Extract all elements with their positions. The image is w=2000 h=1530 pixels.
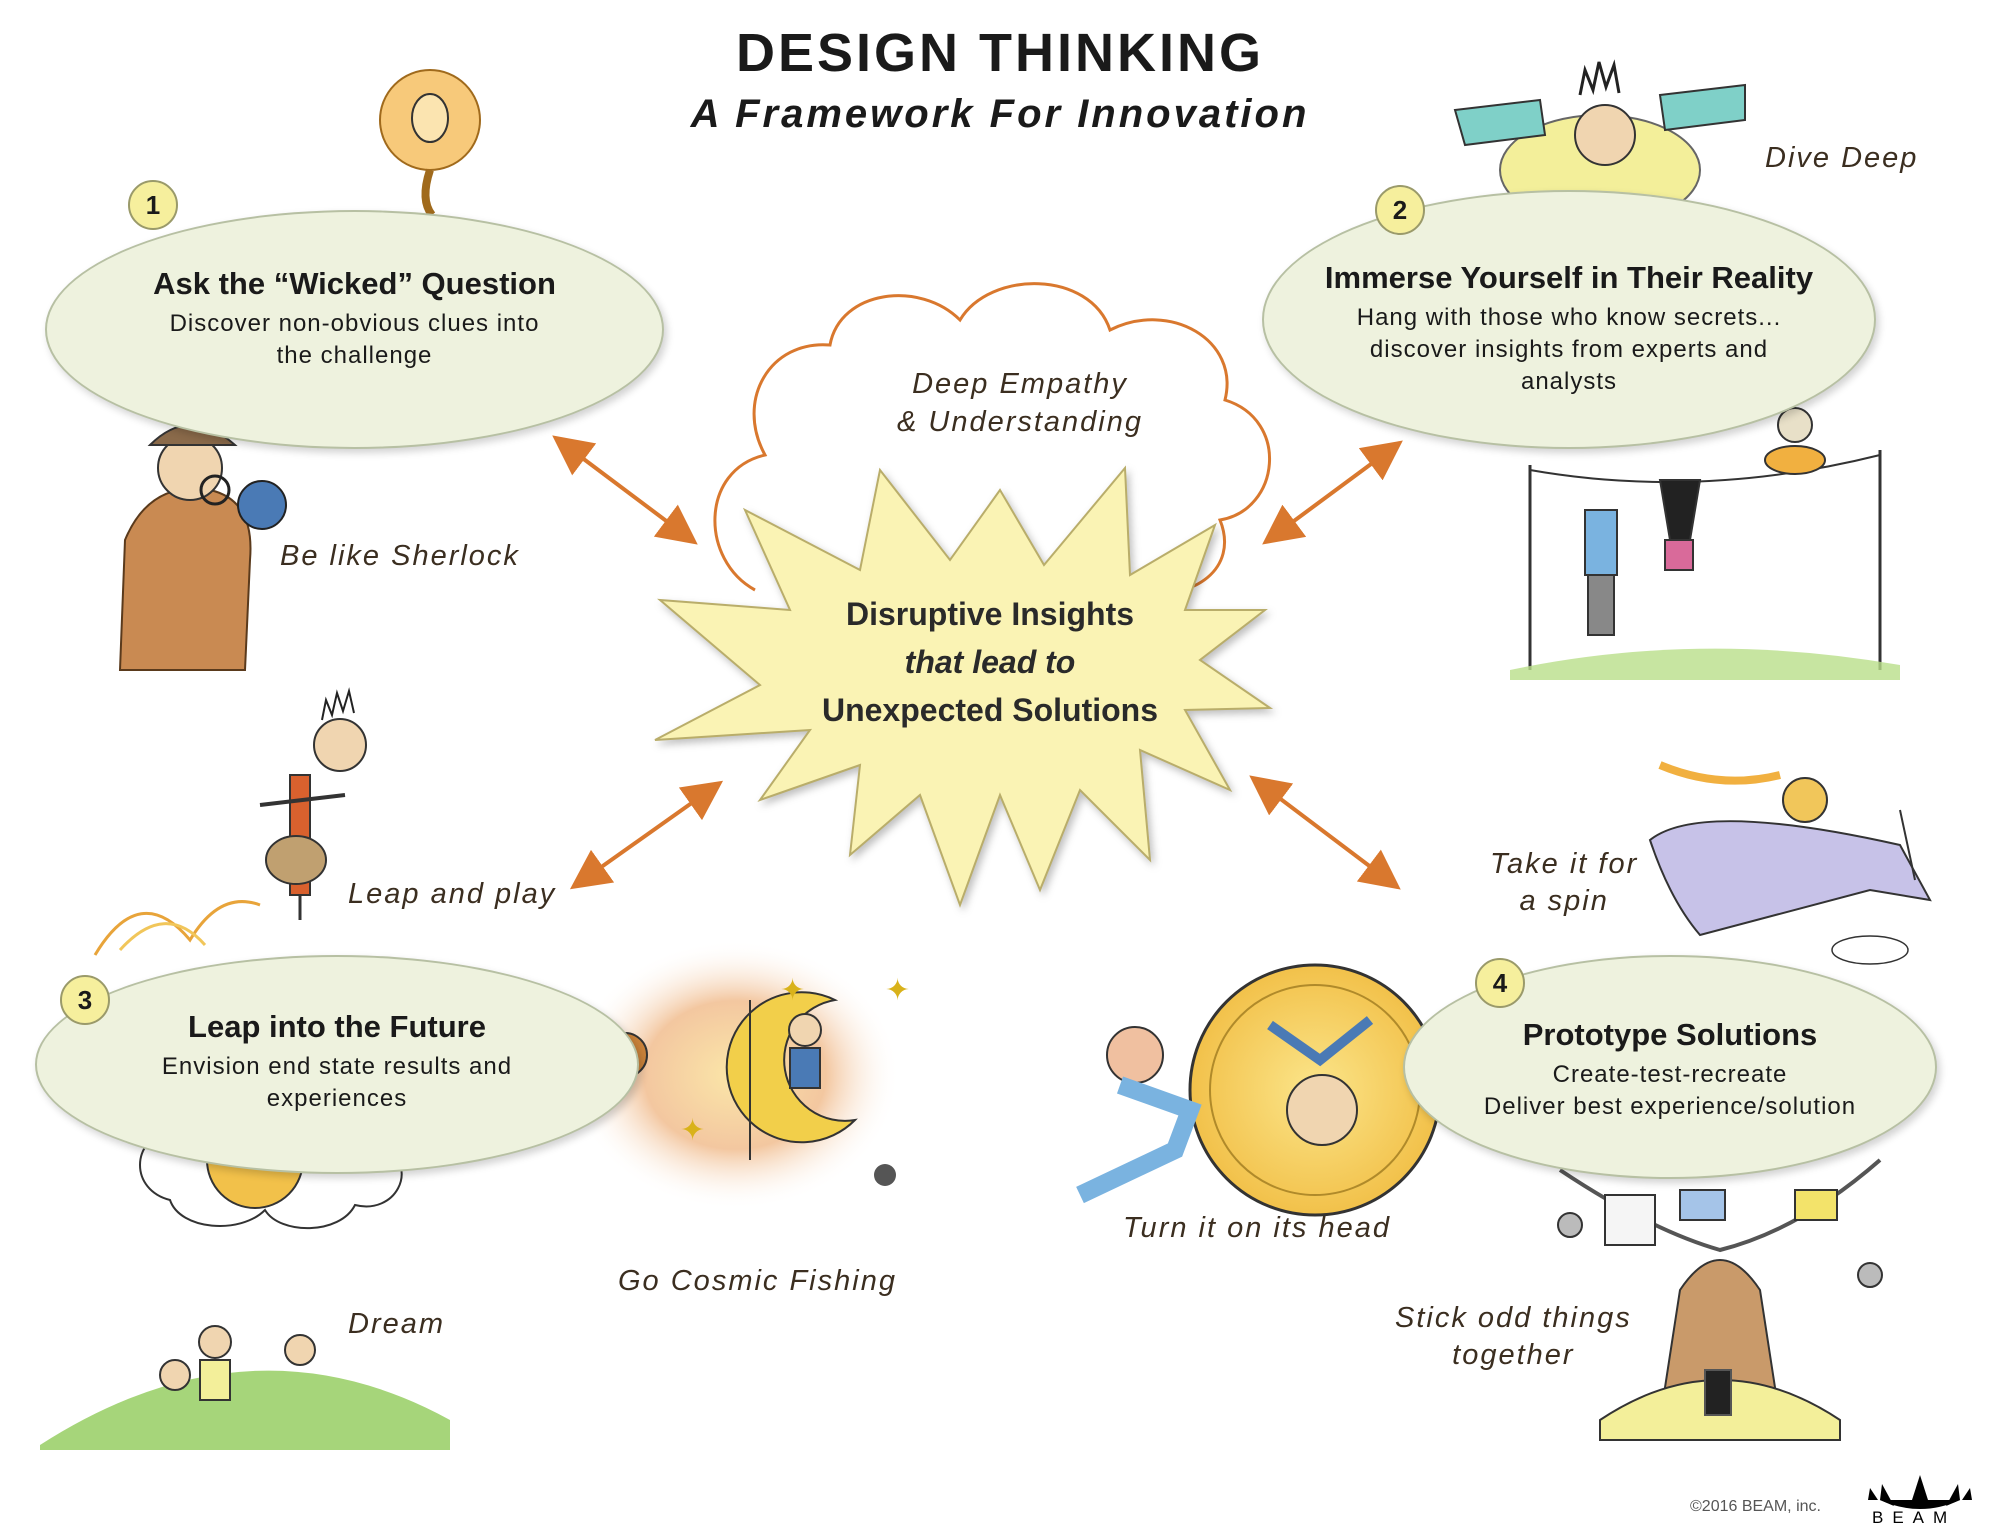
question-mark-illustration [379,69,481,244]
clothesline-illustration [1510,407,1900,680]
wheel-illustration [1076,963,1442,1217]
caption-turn-on-head: Turn it on its head [1123,1212,1391,1244]
beam-logo-rays [1868,1475,1972,1509]
pogo-illustration [93,687,367,956]
arrow-step2 [1262,440,1403,545]
insight-text: Disruptive Insights that lead to Unexpec… [760,590,1220,734]
caption-take-spin-line2: a spin [1519,885,1609,917]
page-title: DESIGN THINKING [735,23,1265,83]
caption-stick-together: Stick odd things together [1395,1302,1632,1372]
empathy-line2: & Understanding [896,406,1144,438]
caption-take-spin: Take it for a spin [1490,848,1638,918]
svg-text:✦: ✦ [780,974,805,1007]
step-1-number-badge: 1 [128,180,178,230]
insight-line3: Unexpected Solutions [821,692,1159,728]
step-4-number-badge: 4 [1475,958,1525,1008]
step-3-oval: Leap into the Future Envision end state … [35,955,639,1174]
svg-text:✦: ✦ [885,974,910,1007]
insight-star [654,465,1274,908]
step-4-desc-line1: Create-test-recreate [1552,1061,1788,1088]
step-3-number-badge: 3 [60,975,110,1025]
step-1-oval: Ask the “Wicked” Question Discover non-o… [45,210,664,449]
step-2-desc-line1: Hang with those who know secrets... [1356,304,1782,331]
empathy-cloud [713,282,1272,594]
step-2-title: Immerse Yourself in Their Reality [1324,260,1814,295]
step-2-desc-line2: discover insights from experts and [1369,336,1769,363]
caption-dive-deep: Dive Deep [1765,142,1919,174]
caption-dream: Dream [348,1308,446,1340]
sherlock-illustration [118,424,287,671]
step-4-title: Prototype Solutions [1522,1017,1818,1052]
caption-cosmic-fishing: Go Cosmic Fishing [618,1265,897,1297]
cosmic-fishing-illustration: ✦ ✦ ✦ [570,940,910,1210]
step-1-desc-line1: Discover non-obvious clues into [169,310,540,337]
copyright-text: ©2016 BEAM, inc. [1690,1498,1821,1515]
step-3-desc-line2: experiences [266,1085,408,1112]
caption-stick-line2: together [1452,1339,1575,1371]
step-2-oval: Immerse Yourself in Their Reality Hang w… [1262,190,1876,449]
svg-text:✦: ✦ [680,1114,705,1147]
antler-gadgets-illustration [1557,1158,1883,1441]
arrow-step1 [552,435,698,545]
step-3-title: Leap into the Future [188,1009,486,1044]
step-4-desc-line2: Deliver best experience/solution [1483,1093,1857,1120]
arrow-step3 [569,780,724,890]
beam-logo-text: BEAM [1872,1508,1957,1527]
empathy-label: Deep Empathy & Understanding [820,365,1220,441]
empathy-line1: Deep Empathy [912,368,1128,400]
insight-line2: that lead to [904,644,1076,680]
step-3-desc-line1: Envision end state results and [161,1053,513,1080]
step-2-number-badge: 2 [1375,185,1425,235]
caption-stick-line1: Stick odd things [1395,1302,1632,1334]
step-2-desc-line3: analysts [1520,368,1618,395]
caption-sherlock: Be like Sherlock [280,540,520,572]
arrow-step4 [1249,775,1401,890]
insight-line1: Disruptive Insights [845,596,1135,632]
page-subtitle: A Framework For Innovation [690,92,1310,136]
caption-take-spin-line1: Take it for [1490,848,1639,880]
step-1-desc-line2: the challenge [276,342,433,369]
step-1-title: Ask the “Wicked” Question [153,266,556,301]
caption-leap: Leap and play [348,878,557,910]
